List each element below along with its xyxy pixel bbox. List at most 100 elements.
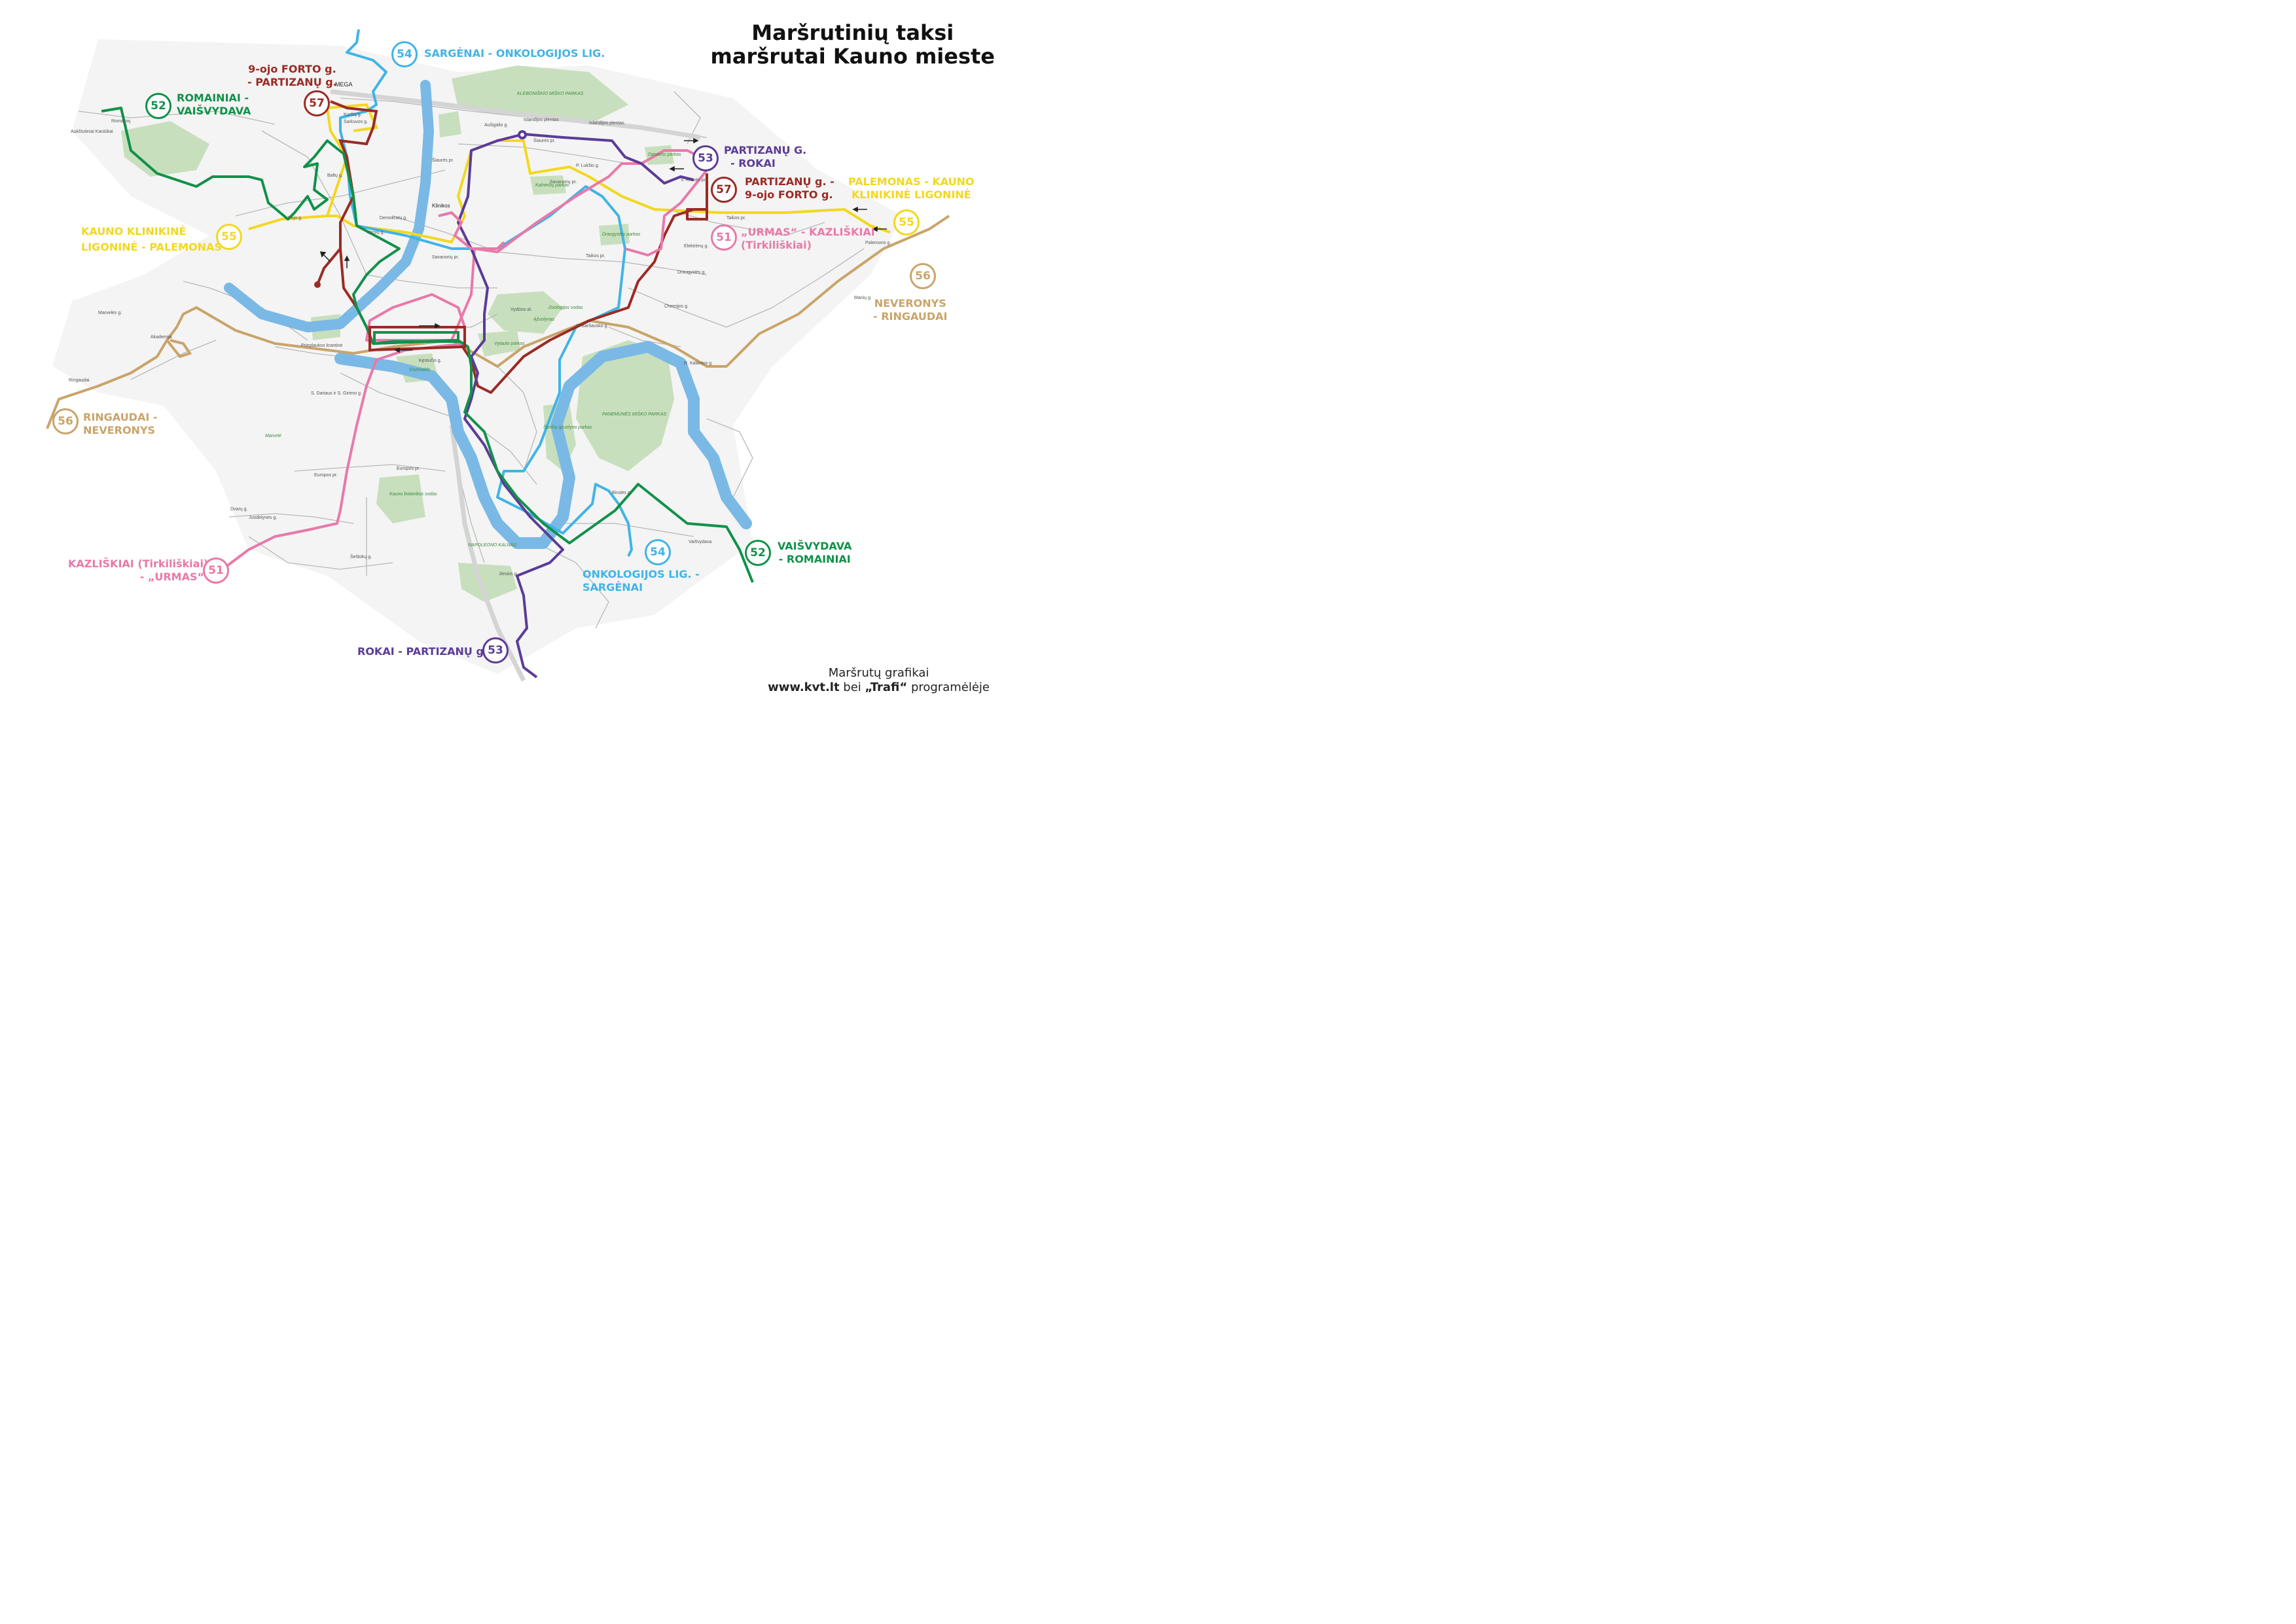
street-label: Chemijos g. — [664, 304, 689, 309]
route-54-badge[interactable]: 54 — [645, 539, 671, 565]
route-label-line: VAIŠVYDAVA — [177, 105, 251, 117]
street-label: Aušigalio g. — [484, 123, 509, 128]
street-label: S. Dariaus ir S. Girėno g. — [311, 391, 362, 396]
route-52-label-romainiai: ROMAINIAI - VAIŠVYDAVA — [177, 92, 251, 118]
park-kalnieciu — [530, 175, 566, 195]
place-label: MEGA — [335, 81, 353, 88]
street-label: Marvelės g. — [98, 311, 122, 315]
place-label: Šančių ąžuolyno parkas — [543, 425, 592, 430]
street-label: Šeštokų g. — [350, 555, 372, 559]
map-title: Maršrutinių taksi maršrutai Kauno mieste — [711, 21, 995, 68]
place-label: Kauno botanikos sodas — [389, 492, 437, 497]
footer-line-2: www.kvt.lt bei „Trafi“ programėlėje — [768, 680, 990, 695]
park-botanikos — [376, 474, 425, 523]
place-label: Zoologijos sodas — [548, 306, 583, 310]
route-52-badge[interactable]: 52 — [745, 540, 771, 566]
street-label: Ringaudai — [69, 378, 90, 383]
street-label: Taikos pr. — [586, 254, 605, 258]
direction-arrows — [319, 137, 887, 353]
route-52-label-vaisvydava: VAIŠVYDAVA - ROMAINIAI — [778, 540, 852, 566]
street-label: R. Kalantos g. — [684, 361, 713, 366]
route-57-badge[interactable]: 57 — [304, 90, 330, 116]
footer-end-text: programėlėje — [907, 680, 990, 694]
street-label: Elektrėnų g. — [684, 244, 709, 249]
footer-app-name: „Trafi“ — [865, 680, 908, 694]
street-label: P. Lukšio g. — [576, 164, 600, 168]
route-label-line: KAUNO KLINIKINĖ — [81, 225, 187, 238]
footer-site-link[interactable]: www.kvt.lt — [768, 680, 840, 694]
street-label: Islandijos plentas — [524, 118, 559, 122]
route-53-badge[interactable]: 53 — [692, 145, 719, 171]
route-52-badge[interactable]: 52 — [145, 93, 171, 119]
route-label-line: ONKOLOGIJOS LIG. - — [583, 568, 700, 580]
title-line-2: maršrutai Kauno mieste — [710, 44, 995, 69]
route-53-label-rokai: ROKAI - PARTIZANŲ g. — [357, 645, 488, 658]
footer-line-1: Maršrutų grafikai — [828, 666, 929, 680]
route-56-label-neveronys: NEVERONYS - RINGAUDAI — [873, 297, 948, 323]
route-54-label-onkologijos: ONKOLOGIJOS LIG. - SARGĖNAI — [583, 568, 700, 594]
route-57-label-partizanu: PARTIZANŲ g. - 9-ojo FORTO g. — [745, 175, 834, 202]
route-label-line: KLINIKINĖ LIGONINĖ — [851, 188, 971, 201]
route-51-label-urmas: „URMAS“ - KAZLIŠKIAI (Tirkiliškiai) — [741, 226, 875, 252]
street-label: Kęstučio g. — [419, 359, 442, 363]
route-56-loop — [166, 339, 192, 359]
street-label: K. Baršausko g. — [576, 324, 609, 328]
river-nemunas — [334, 341, 752, 549]
route-label-line: PALEMONAS - KAUNO — [848, 175, 975, 188]
street-label: Prieplaukos krantinė — [301, 344, 343, 348]
route-56-badge[interactable]: 56 — [910, 263, 936, 289]
place-label: KLEBONIŠKIO MIŠKO PARKAS — [517, 92, 584, 96]
route-label-line: - PARTIZANŲ g. — [247, 76, 337, 88]
route-label-line: SARGĖNAI — [583, 581, 643, 593]
street-label: V. Krėvės pr. — [681, 178, 707, 183]
place-label: Ąžuolynas — [533, 317, 555, 322]
route-label-line: LIGONINĖ - PALEMONAS — [81, 241, 222, 253]
place-label: NAPOLEONO KALNAS — [468, 543, 516, 548]
route-label-line: - „URMAS“ — [139, 571, 204, 583]
street-label: Šarkuvos g. — [344, 120, 368, 124]
route-label-line: NEVERONYS — [874, 297, 946, 309]
center-loop-outer — [368, 326, 466, 352]
street-label: Romainių — [111, 119, 131, 124]
route-53-badge[interactable]: 53 — [482, 637, 509, 663]
route-label-line: - RINGAUDAI — [873, 310, 948, 323]
place-label: Vytauto parkas — [494, 342, 525, 346]
route-label-line: NEVERONYS — [83, 424, 156, 436]
street-label: Savanorių pr. — [432, 255, 459, 260]
route-57-label-forto: 9-ojo FORTO g. - PARTIZANŲ g. — [247, 63, 337, 89]
route-55-badge[interactable]: 55 — [893, 209, 920, 236]
park-napoleono — [458, 563, 517, 602]
route-55-badge[interactable]: 55 — [216, 224, 242, 250]
place-label: Marvelė — [265, 434, 281, 438]
route-51-badge[interactable]: 51 — [711, 224, 737, 251]
street-label: Juodelynės g. — [249, 516, 278, 520]
route-57-north — [330, 100, 378, 249]
klinikos-loop — [438, 211, 505, 250]
route-label-line: KAZLIŠKIAI (Tirkiliškiai) — [68, 557, 209, 570]
street-label: Birutės g. — [612, 491, 632, 495]
street-label: Palemono g. — [865, 241, 891, 245]
route-57-terminus — [314, 281, 321, 288]
route-label-line: ROMAINIAI - — [177, 92, 249, 104]
center-loop-inner — [373, 331, 459, 345]
street-label: Aukštutiniai Kaniūkai — [71, 130, 113, 134]
title-line-1: Maršrutinių taksi — [751, 20, 954, 45]
route-55-label-klinikine: KAUNO KLINIKINĖ LIGONINĖ - PALEMONAS — [81, 224, 222, 255]
street-label: Vaišvydava — [689, 540, 712, 544]
route-label-line: 9-ojo FORTO g. — [248, 63, 336, 75]
route-56-label-ringaudai: RINGAUDAI - NEVERONYS — [83, 411, 158, 437]
route-54-label-sargenai: SARGĖNAI - ONKOLOGIJOS LIG. — [424, 47, 605, 60]
route-57-badge[interactable]: 57 — [711, 177, 737, 203]
park-vytauto — [478, 330, 520, 357]
street-label: Varnių g. — [367, 230, 385, 235]
route-54-badge[interactable]: 54 — [391, 41, 418, 67]
footer-middle-text: bei — [839, 680, 865, 694]
street-label: Šiaurės pr. — [432, 158, 454, 163]
footer-note: Maršrutų grafikai www.kvt.lt bei „Trafi“… — [768, 666, 990, 695]
place-label: Grunvaldo — [409, 368, 431, 372]
route-56-badge[interactable]: 56 — [52, 408, 79, 434]
route-51-label-kazliskiai: KAZLIŠKIAI (Tirkiliškiai) - „URMAS“ — [68, 557, 209, 584]
route-51-badge[interactable]: 51 — [203, 557, 229, 584]
street-label: Taikos pr. — [726, 216, 746, 221]
street-label: Dvarų g. — [230, 507, 248, 512]
